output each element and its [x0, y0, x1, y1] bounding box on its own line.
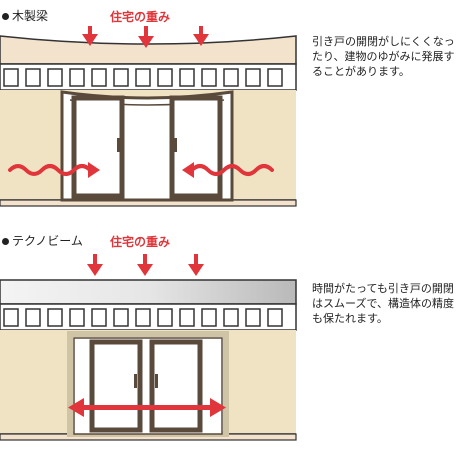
- technobeam-diagram: [0, 254, 297, 441]
- bullet-icon: [2, 238, 9, 245]
- load-arrows: [87, 254, 204, 276]
- sagging-beam: [0, 35, 297, 65]
- right-sliding-door: [169, 95, 223, 199]
- left-sliding-door: [71, 95, 125, 199]
- panel1-title: 木製梁: [12, 9, 49, 23]
- wavy-pressure-arrows: [8, 164, 274, 176]
- right-sliding-door: [149, 339, 203, 433]
- wood-beam-diagram: [0, 26, 297, 207]
- straight-beam: [0, 279, 297, 305]
- panel1-description: 引き戸の開閉がしにくくなったり、建物のゆがみに発展することがあります。: [312, 35, 455, 78]
- left-sliding-door: [89, 339, 143, 433]
- bullet-icon: [2, 13, 9, 20]
- load-arrows: [82, 26, 209, 48]
- panel2-description: 時間がたっても引き戸の開閉はスムーズで、構造体の精度も保たれます。: [312, 282, 455, 325]
- joist-blocks: [3, 68, 283, 87]
- joist-blocks: [3, 308, 283, 327]
- panel2-title: テクノビーム: [12, 234, 83, 248]
- panel1-load-label: 住宅の重み: [110, 10, 171, 24]
- panel2-load-label: 住宅の重み: [110, 235, 171, 249]
- smooth-slide-arrow: [68, 398, 226, 417]
